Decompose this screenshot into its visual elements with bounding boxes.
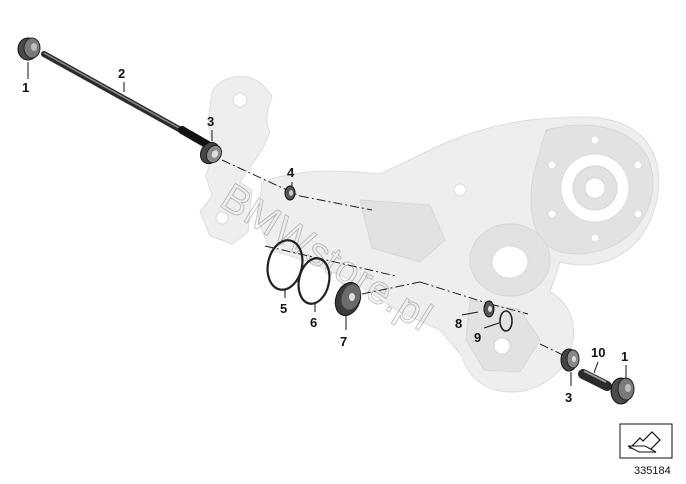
part-sleeve [578,369,612,391]
part-axle-shaft [41,51,212,149]
part-bearing-lower [560,348,580,372]
final-drive-housing [199,75,660,393]
callout-7: 7 [340,334,347,349]
part-ring-9 [499,310,513,332]
part-washer-small [284,185,296,201]
part-cap-right [610,377,635,405]
callout-1-left: 1 [22,80,29,95]
callout-10: 10 [591,345,605,360]
flange-bolt-holes [547,135,643,243]
callout-1-right: 1 [621,349,628,364]
leader-lines [27,62,627,386]
direction-arrow-icon [619,423,673,459]
callout-2: 2 [118,66,125,81]
part-washer-large [334,282,362,316]
callout-3-upper: 3 [207,114,214,129]
callout-5: 5 [280,301,287,316]
part-bearing-upper [200,141,222,165]
callouts: 1 2 3 4 5 6 7 8 9 3 10 1 [22,66,628,405]
callout-9: 9 [474,330,481,345]
part-ring-8 [483,300,495,318]
callout-4: 4 [287,165,295,180]
callout-6: 6 [310,315,317,330]
part-circlip-6 [297,257,331,305]
callout-8: 8 [455,316,462,331]
part-cap-left [17,37,41,61]
callout-3-lower: 3 [565,390,572,405]
diagram-id: 335184 [634,465,671,477]
